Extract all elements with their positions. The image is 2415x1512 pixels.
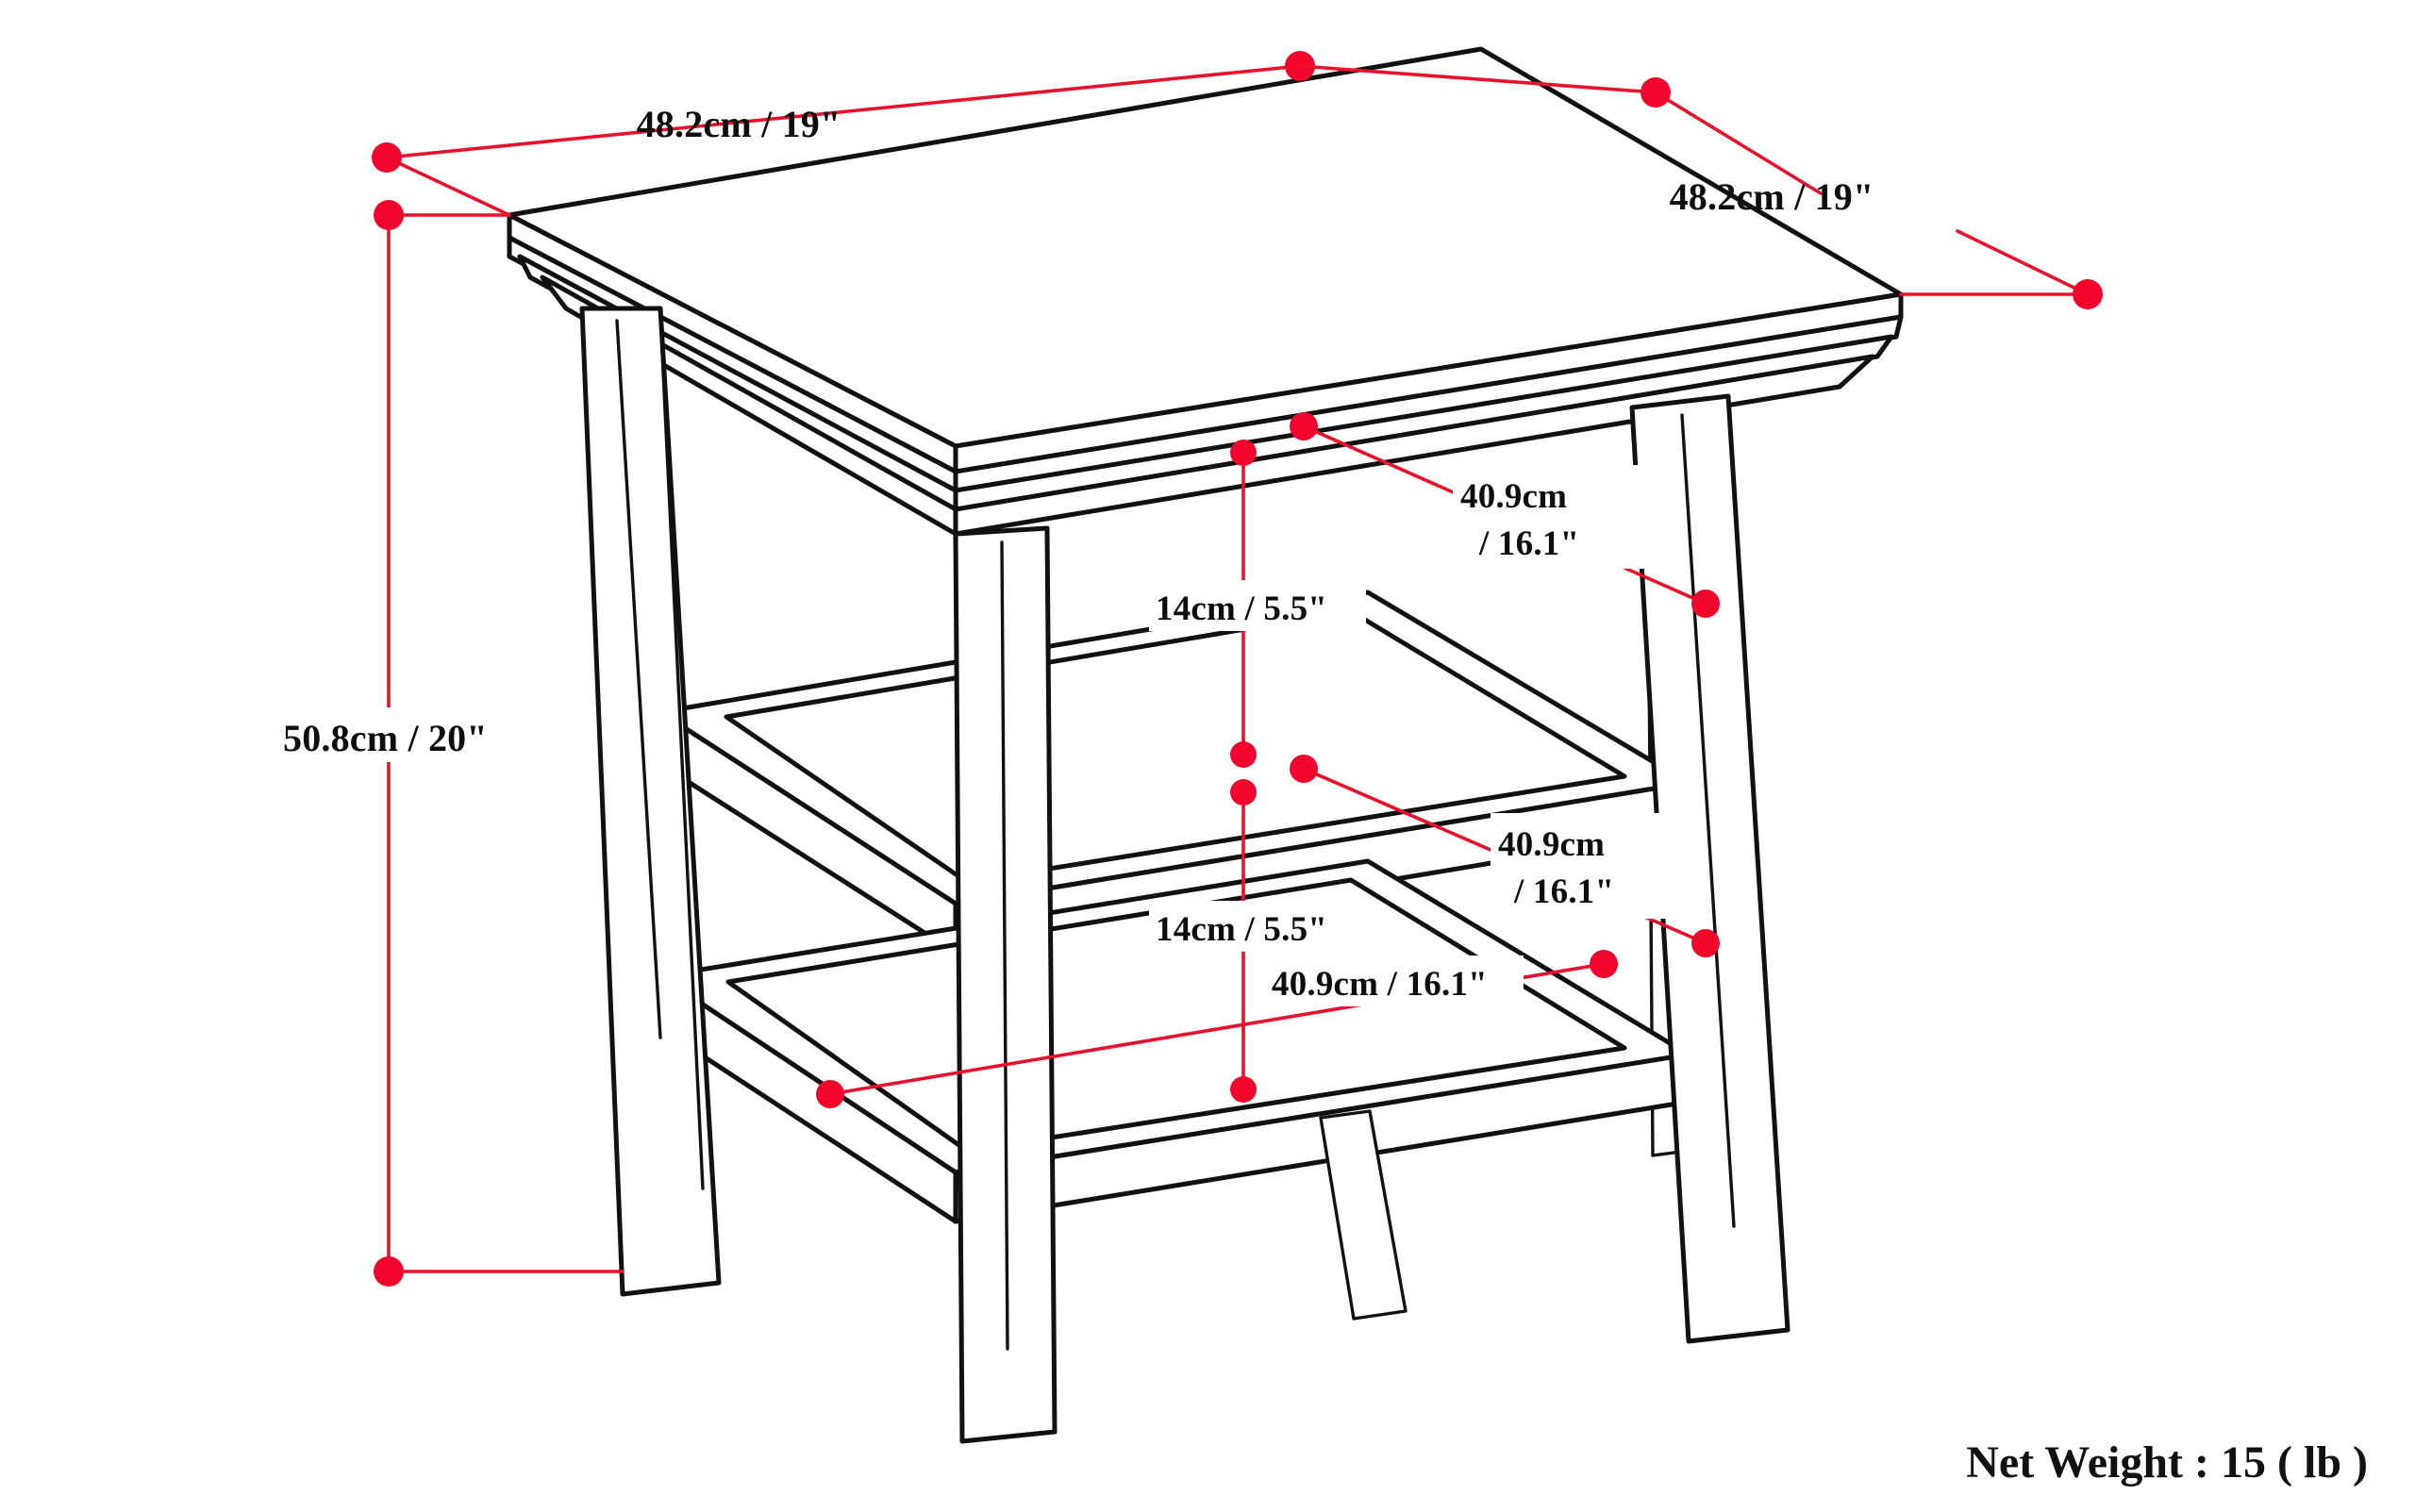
upper-shelf-clearance-marker-top [1230,440,1257,466]
lower-shelf-width-label-backdrop [1264,955,1524,1006]
upper-shelf-clearance-label-backdrop [1149,580,1366,631]
leg-front-center-seam [1000,540,1009,1351]
leg-front-left-seam [615,319,662,1039]
lower-shelf-width-label: 40.9cm / 16.1" [1272,965,1488,1004]
upper-shelf-depth-label-line2: / 16.1" [1478,524,1579,563]
leg-front-right-seam [1680,413,1736,1228]
tabletop-edge-front-right-band4 [953,354,1875,537]
lower-shelf-inset-panel [725,877,1627,1154]
width-extension-to-corner [385,156,511,217]
leg-front-left-inner-edge [658,311,705,1190]
lower-shelf-clearance-label-backdrop [1149,901,1366,952]
width-marker-left [372,142,402,173]
lower-shelf-clearance-label: 14cm / 5.5" [1156,910,1327,949]
dimension-lower-shelf-clearance: 14cm / 5.5" [1149,779,1366,1103]
dimension-lower-shelf-width: 40.9cm / 16.1" [816,950,1618,1108]
lower-shelf-clearance-marker-bottom [1230,1076,1257,1103]
end-table-illustration [507,46,1904,1444]
lower-shelf-depth-marker-start [1290,755,1318,783]
lower-shelf-depth-label-line1: 40.9cm [1498,825,1605,864]
lower-shelf-depth-label-backdrop [1491,813,1693,919]
lower-shelf-width-marker-right [1590,950,1618,978]
upper-shelf-depth-marker-end [1691,590,1720,618]
lower-shelf-depth-marker-end [1691,929,1720,957]
height-label: 50.8cm / 20" [283,717,488,759]
upper-shelf-depth-label-backdrop [1453,465,1651,569]
net-weight-label: Net Weight : 15 ( lb ) [1966,1437,2368,1487]
depth-extension-upper [1298,64,1657,94]
dimension-depth: 48.2cm / 19" [1298,64,2103,309]
leg-rear-center [1319,1109,1407,1321]
lower-shelf-clearance-marker-top [1230,779,1257,806]
upper-shelf-clearance-marker-bottom [1230,741,1257,768]
leg-front-left [579,306,722,1297]
dimension-width: 48.2cm / 19" [372,51,1315,217]
depth-label: 48.2cm / 19" [1670,175,1874,218]
width-label: 48.2cm / 19" [637,103,841,145]
height-label-backdrop [274,707,585,762]
upper-shelf-depth-label-line1: 40.9cm [1460,477,1567,516]
tabletop-edge-front-right-band2 [953,314,1904,493]
dimension-annotations: 48.2cm / 19" 48.2cm / 19" 50.8cm [274,51,2103,1287]
dimension-lower-shelf-depth: 40.9cm / 16.1" [1290,755,1720,957]
upper-shelf-depth-marker-start [1290,412,1318,440]
height-marker-top [374,200,404,230]
tabletop-edge-front-right-band3 [953,334,1894,512]
upper-shelf-inset-panel [724,608,1627,885]
depth-extension-diagonal [1956,229,2090,296]
lower-shelf-width-marker-left [816,1080,844,1108]
dimension-height: 50.8cm / 20" [274,200,625,1287]
lower-shelf-depth-label-line2: / 16.1" [1513,872,1614,911]
dimension-upper-shelf-clearance: 14cm / 5.5" [1149,440,1366,768]
depth-marker-right [2073,279,2103,309]
dimension-upper-shelf-depth: 40.9cm / 16.1" [1290,412,1720,618]
depth-marker-top [1641,77,1671,108]
depth-extension-lower [1654,91,1823,195]
width-extension-left [385,64,1302,159]
upper-shelf-clearance-label: 14cm / 5.5" [1156,590,1327,628]
height-marker-bottom [374,1256,404,1287]
